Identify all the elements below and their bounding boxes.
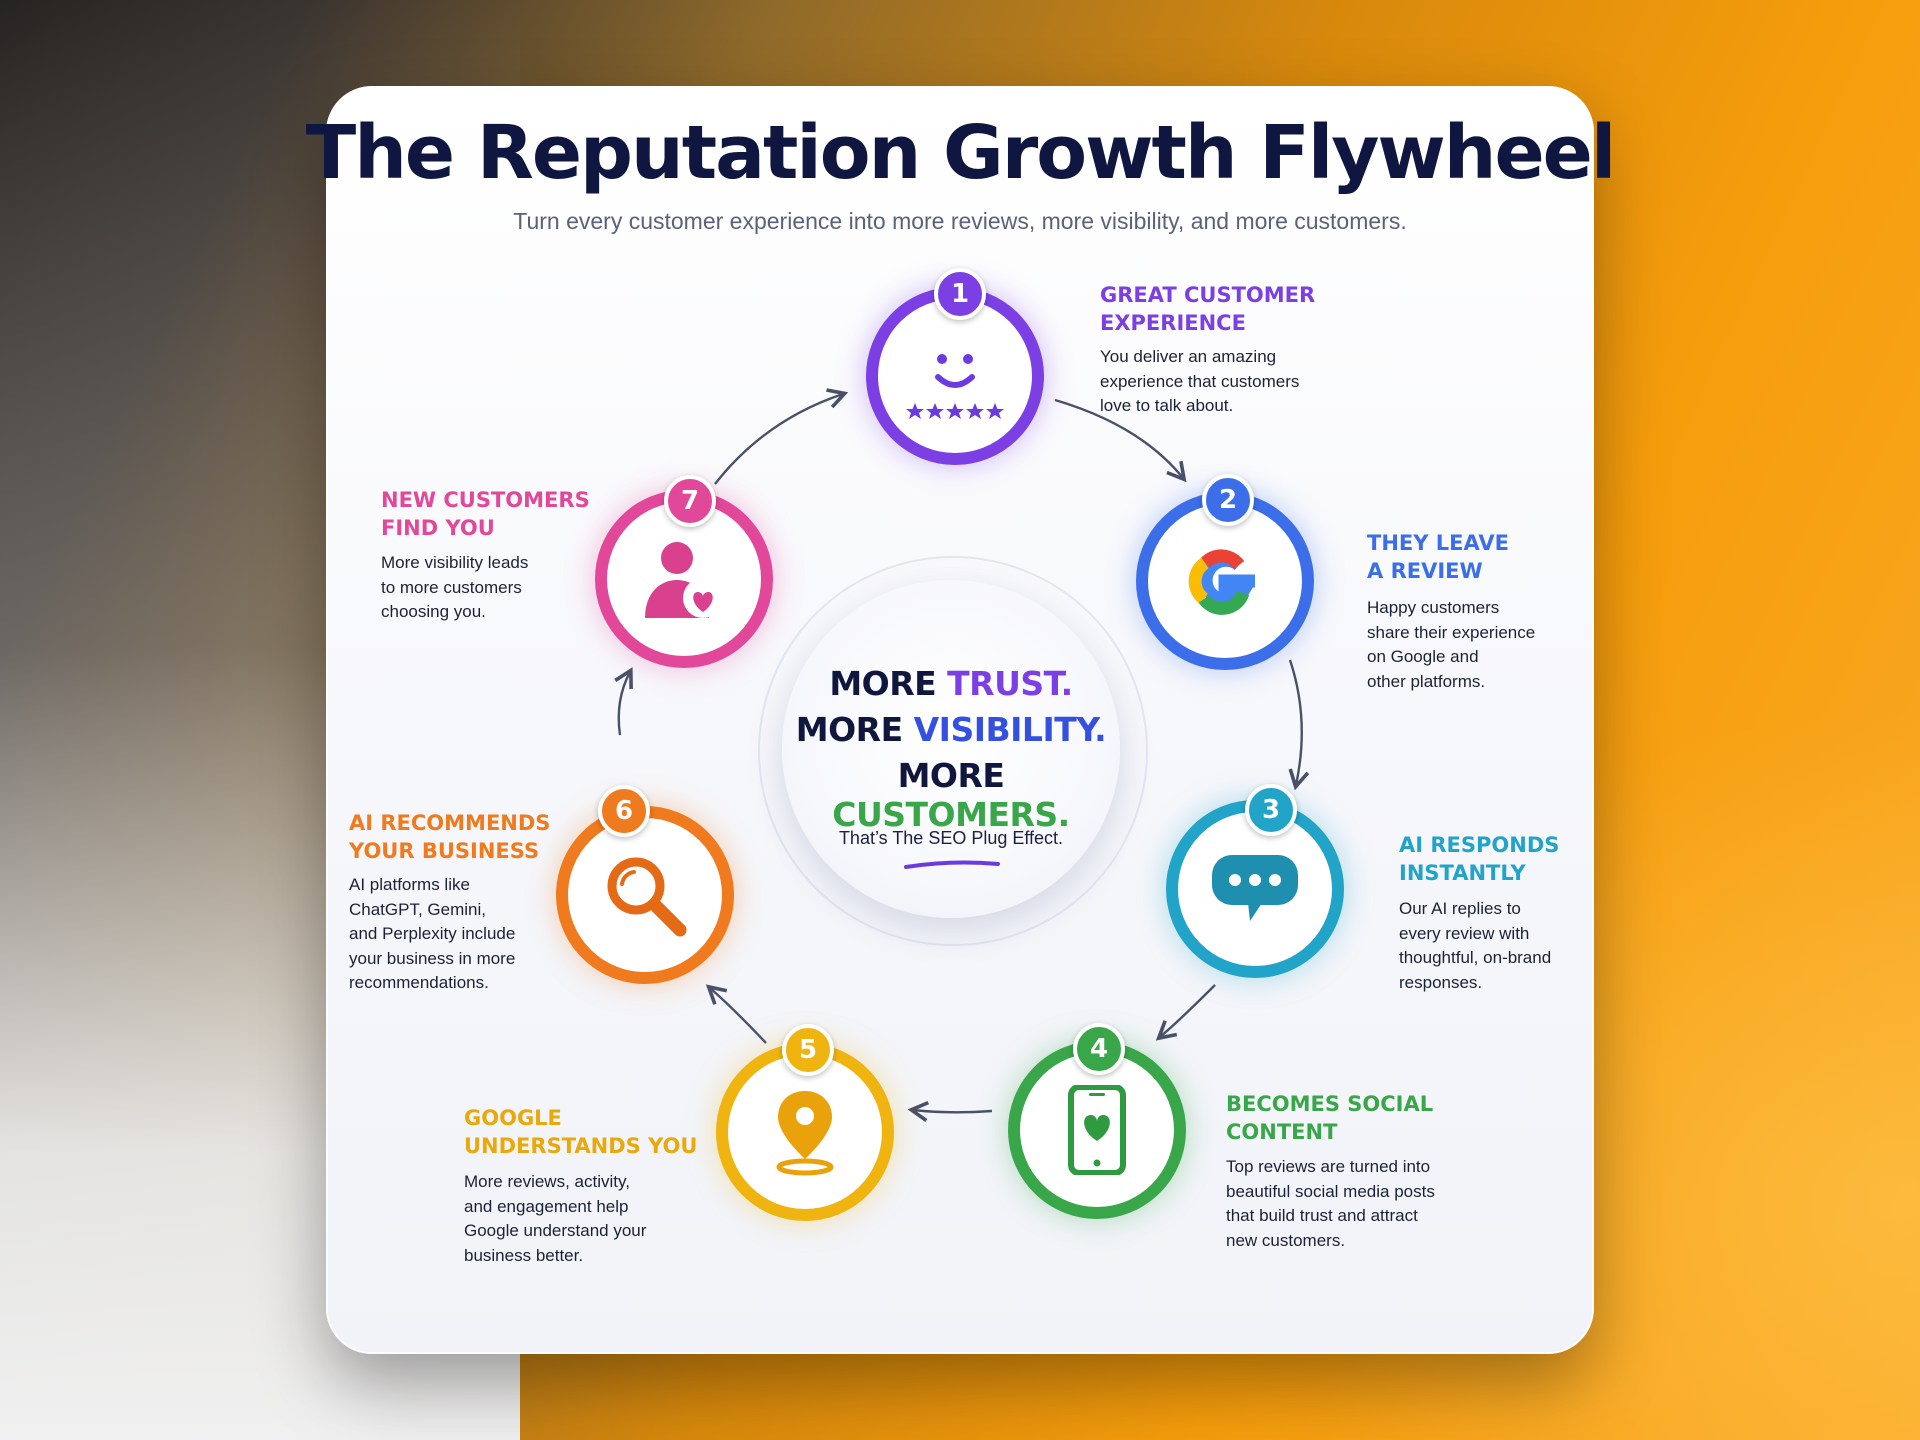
step-6-desc-line: your business in more (349, 948, 516, 968)
step-3-title: AI RESPONDS INSTANTLY (1399, 831, 1559, 887)
step-3-desc-line: responses. (1399, 972, 1483, 992)
center-more-1: MORE (829, 664, 948, 703)
step-7-title: NEW CUSTOMERS FIND YOU (381, 486, 590, 542)
step-6-badge: 6 (598, 785, 650, 837)
step-3-title-line1: AI RESPONDS (1399, 833, 1560, 857)
step-3-desc-line: thoughtful, on-brand (1399, 948, 1552, 967)
step-5-description: More reviews, activity, and engagement h… (464, 1170, 646, 1268)
step-3-description: Our AI replies to every review with thou… (1399, 897, 1551, 995)
step-1-title-line1: GREAT CUSTOMER (1100, 283, 1316, 307)
step-6-description: AI platforms like ChatGPT, Gemini, and P… (349, 873, 515, 996)
step-2-desc-line: other platforms. (1367, 671, 1486, 691)
step-5-desc-line: business better. (464, 1245, 584, 1265)
center-line-customers: MORE CUSTOMERS. (782, 756, 1120, 834)
center-more-3: MORE (897, 756, 1005, 795)
step-4-title-line1: BECOMES SOCIAL (1226, 1092, 1434, 1116)
step-5-title-line1: GOOGLE (464, 1106, 562, 1130)
swoosh-underline (904, 860, 1000, 869)
step-6-title-line1: AI RECOMMENDS (349, 811, 551, 835)
step-5-title: GOOGLE UNDERSTANDS YOU (464, 1104, 697, 1160)
step-6-desc-line: ChatGPT, Gemini, (349, 899, 486, 919)
center-line-trust: MORE TRUST. (782, 664, 1120, 703)
step-2-description: Happy customers share their experience o… (1367, 596, 1535, 694)
phone-heart-icon (1068, 1085, 1126, 1175)
step-7-title-line2: FIND YOU (381, 516, 495, 540)
step-7-description: More visibility leads to more customers … (381, 551, 528, 625)
center-more-2: MORE (795, 710, 914, 749)
step-1-desc-line: experience that customers (1100, 371, 1300, 391)
page-title: The Reputation Growth Flywheel (305, 110, 1616, 196)
center-visibility: VISIBILITY. (913, 710, 1107, 749)
google-g-icon (1188, 549, 1255, 615)
step-6-node (556, 806, 734, 984)
step-3-desc-line: Our AI replies to (1399, 899, 1521, 918)
step-2-desc-line: share their experience (1367, 622, 1536, 642)
step-2-title: THEY LEAVE A REVIEW (1367, 529, 1509, 585)
chat-bubble-icon (1212, 855, 1298, 921)
center-tagline: That’s The SEO Plug Effect. (838, 828, 1064, 848)
page-subtitle: Turn every customer experience into more… (513, 208, 1407, 234)
step-2-badge: 2 (1202, 474, 1254, 526)
step-4-desc-line: Top reviews are turned into (1226, 1157, 1431, 1176)
step-6-desc-line: recommendations. (349, 973, 489, 992)
step-4-desc-line: that build trust and attract (1226, 1206, 1418, 1225)
step-4-desc-line: new customers. (1226, 1230, 1346, 1250)
step-2-desc-line: on Google and (1367, 647, 1479, 666)
step-5-title-line2: UNDERSTANDS YOU (464, 1134, 698, 1158)
step-1-description: You deliver an amazing experience that c… (1100, 345, 1299, 419)
step-4-title: BECOMES SOCIAL CONTENT (1226, 1090, 1433, 1146)
center-hub: MORE TRUST. MORE VISIBILITY. MORE CUSTOM… (782, 580, 1120, 918)
smiley-stars-icon (906, 354, 1004, 419)
step-6-title-line2: YOUR BUSINESS (349, 839, 540, 863)
step-7-desc-line: choosing you. (381, 602, 486, 621)
person-heart-icon (645, 542, 723, 618)
step-1-badge: 1 (934, 268, 986, 320)
map-pin-icon (776, 1091, 834, 1176)
center-customers: CUSTOMERS. (832, 795, 1070, 834)
step-5-badge: 5 (782, 1024, 834, 1076)
step-4-title-line2: CONTENT (1226, 1120, 1338, 1144)
center-line-visibility: MORE VISIBILITY. (782, 710, 1120, 749)
step-6-desc-line: and Perplexity include (349, 924, 516, 943)
step-5-desc-line: and engagement help (464, 1196, 629, 1216)
step-7-title-line1: NEW CUSTOMERS (381, 488, 590, 512)
center-ring (758, 556, 1148, 946)
step-5-desc-line: Google understand your (464, 1221, 647, 1240)
step-3-badge: 3 (1245, 784, 1297, 836)
center-trust: TRUST. (947, 664, 1073, 703)
step-1-desc-line: You deliver an amazing (1100, 347, 1277, 366)
step-4-description: Top reviews are turned into beautiful so… (1226, 1155, 1435, 1253)
step-7-desc-line: to more customers (381, 577, 522, 597)
step-4-desc-line: beautiful social media posts (1226, 1181, 1435, 1201)
step-7-desc-line: More visibility leads (381, 553, 529, 572)
step-1-desc-line: love to talk about. (1100, 396, 1234, 415)
step-1-title-line2: EXPERIENCE (1100, 311, 1246, 335)
step-7-badge: 7 (664, 475, 716, 527)
magnifier-icon (607, 857, 687, 937)
step-2-desc-line: Happy customers (1367, 598, 1500, 617)
step-3-title-line2: INSTANTLY (1399, 861, 1526, 885)
step-6-title: AI RECOMMENDS YOUR BUSINESS (349, 809, 550, 865)
step-2-title-line1: THEY LEAVE (1367, 531, 1509, 555)
step-1-title: GREAT CUSTOMER EXPERIENCE (1100, 281, 1315, 337)
step-4-badge: 4 (1073, 1023, 1125, 1075)
step-2-title-line2: A REVIEW (1367, 559, 1483, 583)
step-5-desc-line: More reviews, activity, (464, 1172, 630, 1191)
step-3-desc-line: every review with (1399, 923, 1530, 943)
step-6-desc-line: AI platforms like (349, 875, 470, 894)
